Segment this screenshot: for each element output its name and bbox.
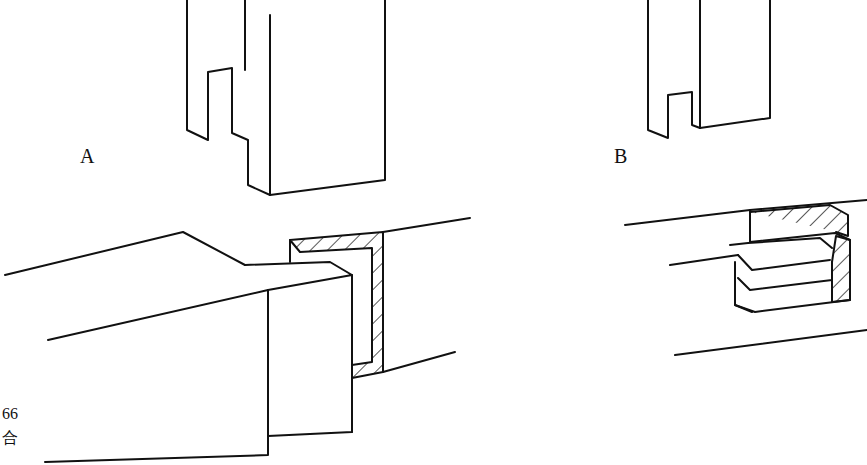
- beam-a: [5, 232, 352, 462]
- figure-letter: A: [80, 146, 94, 166]
- figure-number: 66: [2, 406, 18, 422]
- post-a: [187, 0, 385, 195]
- caption-fragment: 合: [2, 430, 18, 446]
- post-b: [648, 0, 770, 138]
- beam-b: [625, 200, 867, 355]
- figure-letter: B: [614, 146, 627, 166]
- mortise-member-a: [290, 218, 470, 432]
